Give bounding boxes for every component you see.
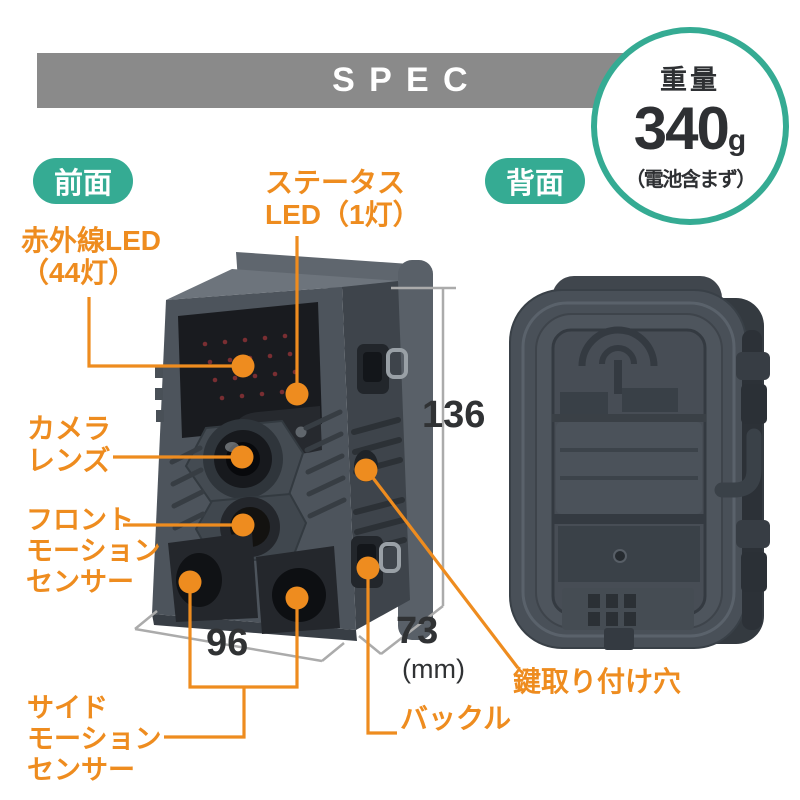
camera-lens-label: カメラ レンズ	[27, 413, 112, 476]
callout-lines	[87, 236, 520, 739]
callout-dots	[178, 354, 380, 610]
weight-unit: g	[727, 124, 747, 157]
depth-dimension: 73	[396, 610, 439, 652]
back-camera-illustration	[509, 276, 770, 650]
weight-badge: 重量 340 g （電池含まず）	[591, 27, 789, 225]
side-motion-sensor-label: サイド モーション センサー	[27, 693, 162, 785]
weight-value: 340	[633, 95, 730, 162]
status-led-label: ステータス LED（1灯）	[265, 167, 421, 230]
dimension-unit: (mm)	[402, 654, 465, 684]
width-dimension: 96	[206, 622, 249, 664]
height-dimension: 136	[422, 394, 486, 436]
weight-badge-title: 重量	[660, 65, 720, 95]
front-motion-sensor-label: フロント モーション センサー	[26, 505, 161, 597]
buckle-label: バックル	[400, 703, 512, 734]
spec-banner-title: SPEC	[332, 61, 482, 99]
spec-banner	[37, 53, 648, 108]
back-view-pill: 背面	[485, 158, 585, 204]
key-mount-hole-label: 鍵取り付け穴	[513, 666, 682, 697]
infrared-led-label: 赤外線LED （44灯）	[21, 225, 162, 288]
weight-badge-value-row: 340 g	[634, 99, 746, 159]
weight-badge-note: （電池含まず）	[625, 169, 756, 191]
front-view-pill: 前面	[33, 158, 133, 204]
dimension-lines	[134, 286, 456, 663]
status-led	[295, 426, 307, 438]
